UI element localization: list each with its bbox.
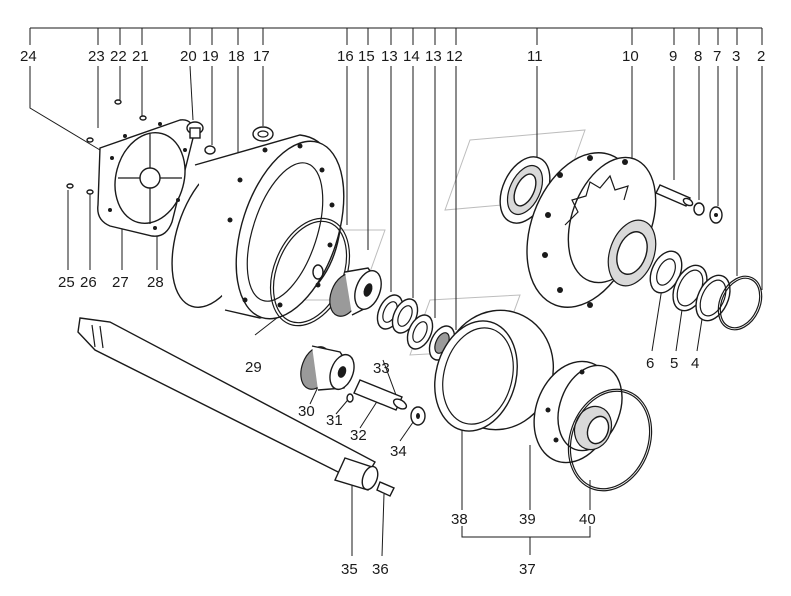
- label-16: 16: [337, 48, 354, 65]
- label-22: 22: [110, 48, 127, 65]
- label-24: 24: [20, 48, 37, 65]
- label-9: 9: [669, 48, 677, 65]
- label-13-a: 13: [381, 48, 398, 65]
- label-17: 17: [253, 48, 270, 65]
- label-12: 12: [446, 48, 463, 65]
- part-30-gear: [300, 345, 355, 391]
- part-16-gear: [312, 264, 382, 317]
- small-bolts: [66, 99, 147, 195]
- part-35-axle-shaft: [77, 317, 379, 491]
- label-25: 25: [58, 274, 75, 291]
- label-3: 3: [732, 48, 740, 65]
- label-29: 29: [245, 359, 262, 376]
- label-7: 7: [713, 48, 721, 65]
- label-2: 2: [757, 48, 765, 65]
- part-10-carrier: [526, 152, 657, 308]
- part-34-washer: [410, 406, 426, 426]
- parts-13-14-rings: [376, 294, 456, 361]
- part-27-cover-plate: [97, 119, 194, 237]
- label-26: 26: [80, 274, 97, 291]
- label-37: 37: [519, 561, 536, 578]
- parts-2-6-seal-rings: [649, 250, 763, 331]
- part-36-plug: [376, 481, 395, 497]
- part-17-bushing: [252, 126, 274, 142]
- label-35: 35: [341, 561, 358, 578]
- label-23: 23: [88, 48, 105, 65]
- label-34: 34: [390, 443, 407, 460]
- label-33: 33: [373, 360, 390, 377]
- label-15: 15: [358, 48, 375, 65]
- label-14: 14: [403, 48, 420, 65]
- label-28: 28: [147, 274, 164, 291]
- label-39: 39: [519, 511, 536, 528]
- part-labels: 24 23 22 21 20 19 18 17 16 15 13 14 13 1…: [20, 48, 765, 578]
- label-21: 21: [132, 48, 149, 65]
- label-30: 30: [298, 403, 315, 420]
- label-38: 38: [451, 511, 468, 528]
- top-bracket: [29, 27, 763, 45]
- label-20: 20: [180, 48, 197, 65]
- label-4: 4: [691, 355, 699, 372]
- label-31: 31: [326, 412, 343, 429]
- parts-31-32-pins: [346, 379, 408, 411]
- label-8: 8: [694, 48, 702, 65]
- label-10: 10: [622, 48, 639, 65]
- part-9-pin: [655, 184, 694, 207]
- label-32: 32: [350, 427, 367, 444]
- label-11: 11: [527, 48, 543, 65]
- label-19: 19: [202, 48, 219, 65]
- parts-7-8-washers: [693, 202, 723, 224]
- label-6: 6: [646, 355, 654, 372]
- label-40: 40: [579, 511, 596, 528]
- part-40-oring: [567, 388, 653, 492]
- label-13-b: 13: [425, 48, 442, 65]
- part-18-housing: [171, 134, 345, 320]
- label-18: 18: [228, 48, 245, 65]
- label-5: 5: [670, 355, 678, 372]
- label-36: 36: [372, 561, 389, 578]
- part-20-plug: [186, 121, 216, 155]
- part-38-ring-gear: [434, 309, 555, 432]
- label-27: 27: [112, 274, 129, 291]
